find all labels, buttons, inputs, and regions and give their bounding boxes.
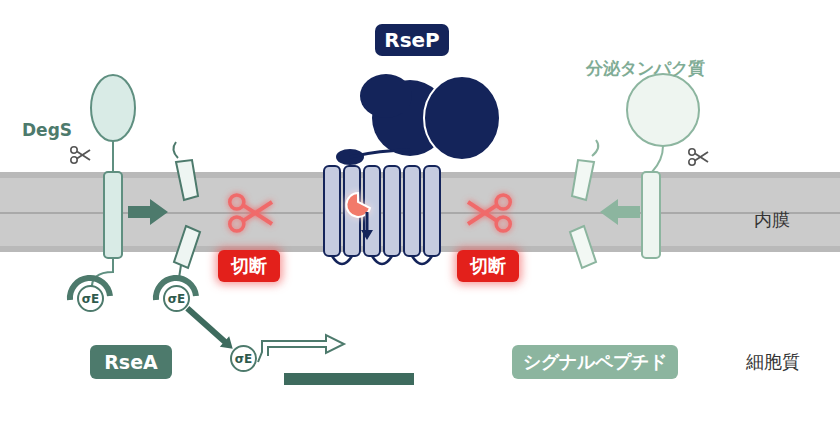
sigma-circle: σE xyxy=(230,345,257,372)
node-text: シグナルペプチド xyxy=(523,350,667,374)
connector-arrow xyxy=(187,308,232,349)
sigma-circle: σE xyxy=(77,285,104,312)
node-text: σE xyxy=(168,292,186,306)
degs-protein xyxy=(91,75,135,290)
block-arrow xyxy=(600,199,640,225)
dna-gene xyxy=(256,335,414,385)
cleavage-box: 切断 xyxy=(457,250,519,282)
node-text: RseA xyxy=(104,351,158,373)
protein-label: DegS xyxy=(22,120,72,140)
node-text: RseP xyxy=(384,28,440,52)
node-text: 切断 xyxy=(470,254,506,278)
node-text: σE xyxy=(82,292,100,306)
rsea-fragments xyxy=(173,142,200,278)
protein-label: 分泌タンパク質 xyxy=(586,57,705,80)
protein-name-box: RseA xyxy=(90,345,172,379)
secretory-protein xyxy=(627,74,699,258)
peptide-name-box: シグナルペプチド xyxy=(512,345,678,379)
cleavage-scissors xyxy=(230,195,510,231)
protein-name-box: RseP xyxy=(375,24,449,56)
region-label: 細胞質 xyxy=(746,350,800,374)
region-label: 内膜 xyxy=(754,208,790,232)
node-text: σE xyxy=(235,352,253,366)
block-arrow xyxy=(128,199,168,225)
sigma-circle: σE xyxy=(163,285,190,312)
rsep-protein xyxy=(324,74,500,264)
signal-fragments xyxy=(570,140,598,268)
cleavage-box: 切断 xyxy=(218,250,280,282)
node-text: 切断 xyxy=(231,254,267,278)
